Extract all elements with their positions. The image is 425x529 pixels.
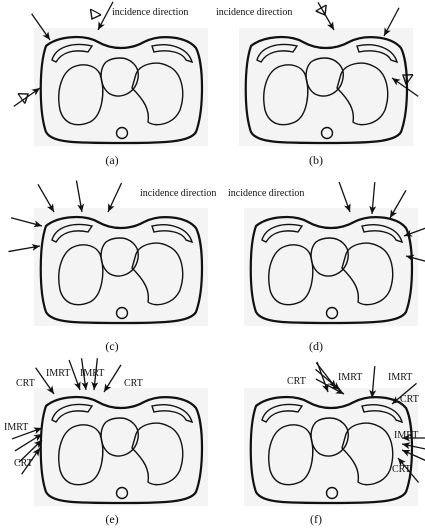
- panel-c: incidence direction: [7, 179, 216, 328]
- panel-label-b: (b): [309, 153, 323, 167]
- panel-label-e: (e): [105, 512, 119, 526]
- panel-f: CRT IMRT IMRT CRT IMRT CRT: [242, 359, 425, 508]
- imrt-label-f1: IMRT: [338, 372, 362, 383]
- imrt-label-f2: IMRT: [388, 372, 412, 383]
- panel-a: incidence direction: [11, 0, 210, 148]
- crt-label-f1: CRT: [287, 376, 306, 387]
- incidence-label-c: incidence direction: [140, 188, 216, 199]
- panel-label-f: (f): [310, 512, 322, 526]
- crt-label-e2: CRT: [124, 378, 143, 389]
- panel-label-a: (a): [105, 153, 119, 167]
- imrt-label-f3: IMRT: [394, 430, 418, 441]
- imrt-label-e1: IMRT: [46, 368, 70, 379]
- panel-b: incidence direction: [216, 0, 421, 148]
- incidence-label-b: incidence direction: [216, 7, 292, 18]
- imrt-label-e3: IMRT: [4, 422, 28, 433]
- panel-e: CRT IMRT IMRT CRT IMRT CRT: [4, 357, 210, 508]
- crt-label-e3: CRT: [14, 458, 33, 469]
- crt-label-f2: CRT: [400, 394, 419, 405]
- incidence-label-d: incidence direction: [228, 188, 304, 199]
- panel-label-d: (d): [309, 339, 323, 353]
- imrt-label-e2: IMRT: [80, 368, 104, 379]
- crt-label-e1: CRT: [16, 378, 35, 389]
- panel-d: incidence direction: [228, 180, 425, 328]
- incidence-label-a: incidence direction: [112, 7, 188, 18]
- crt-label-f3: CRT: [392, 464, 411, 475]
- panel-label-c: (c): [105, 339, 119, 353]
